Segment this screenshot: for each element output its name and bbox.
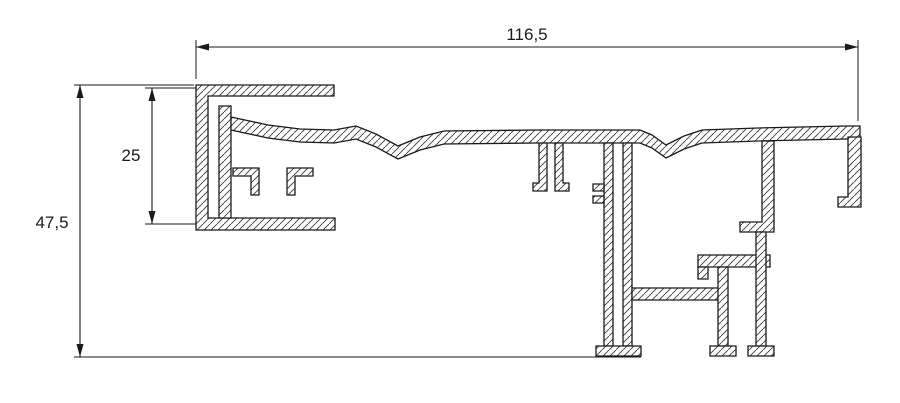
profile-body: [195, 84, 862, 357]
arrowhead-bottom-icon: [76, 344, 84, 357]
profile-right-end-wall: [837, 136, 862, 208]
arrowhead-right-icon: [845, 43, 858, 51]
dimension-inner-height-value: 25: [122, 146, 141, 165]
profile-channel-clip-left: [232, 167, 260, 196]
profile-right-foot-right: [747, 345, 775, 357]
profile-channel-clip-right: [286, 167, 314, 196]
arrowhead-left-icon: [196, 43, 209, 51]
arrowhead-bottom-icon: [148, 211, 156, 224]
profile-main-leg-right-wall: [622, 142, 633, 347]
profile-right-top-bar: [697, 254, 771, 268]
profile-main-leg-tick-upper: [592, 183, 605, 192]
profile-main-leg-tick-lower: [592, 195, 605, 204]
dimension-overall-height: 47,5: [35, 84, 641, 358]
profile-main-leg-left-wall: [603, 142, 614, 347]
dimension-inner-height: 25: [122, 87, 196, 225]
profile-right-lower-wall-left: [717, 266, 729, 347]
profile-right-upper-wall: [739, 140, 775, 233]
profile-right-foot-left: [709, 345, 737, 357]
dimension-overall-height-value: 47,5: [35, 213, 68, 232]
profile-mid-stub-left: [532, 142, 548, 192]
profile-mid-stub-right: [554, 142, 570, 192]
profile-channel-inner-wall: [218, 105, 232, 219]
arrowhead-top-icon: [148, 88, 156, 101]
profile-left-channel: [195, 84, 336, 231]
profile-main-leg-foot: [595, 345, 642, 357]
profile-right-top-bar-tooth: [697, 266, 709, 280]
profile-connector-bar: [631, 287, 720, 301]
dimension-overall-width-value: 116,5: [506, 25, 547, 44]
dimension-overall-width: 116,5: [195, 25, 859, 121]
arrowhead-top-icon: [76, 85, 84, 98]
profile-right-lower-wall-right: [755, 231, 767, 347]
